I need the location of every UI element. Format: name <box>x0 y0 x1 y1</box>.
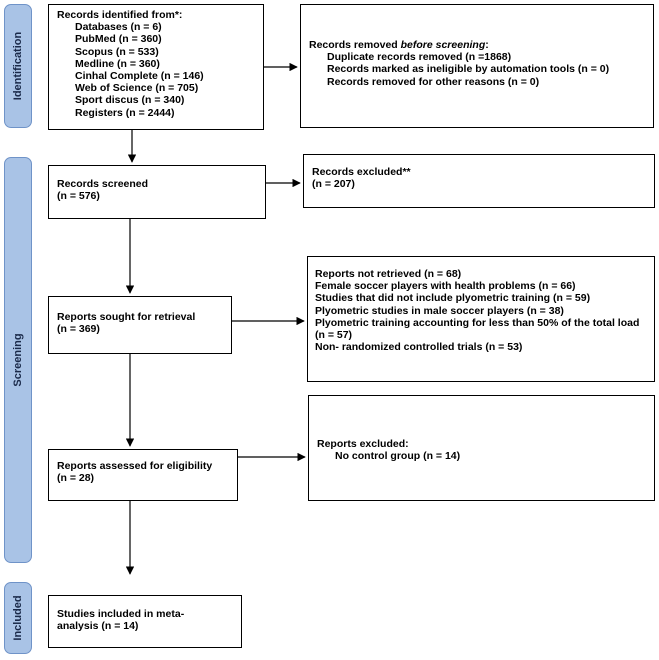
records-screened-box: Records screened (n = 576) <box>48 165 266 219</box>
not-retrieved-line-1: Reports not retrieved (n = 68) <box>315 268 462 280</box>
records-excluded-count: (n = 207) <box>312 178 355 191</box>
reports-excluded-item: No control group (n = 14) <box>335 450 461 463</box>
records-removed-title: Records removed before screening: <box>309 39 645 51</box>
records-screened-count: (n = 576) <box>57 190 100 203</box>
records-removed-title-prefix: Records removed <box>309 39 401 51</box>
source-medline: Medline (n = 360) <box>75 57 160 70</box>
reports-sought-title: Reports sought for retrieval <box>57 311 196 323</box>
not-retrieved-line-3: Studies that did not include plyometric … <box>315 292 591 305</box>
studies-included-line-1: Studies included in meta- <box>57 608 185 620</box>
reports-sought-count: (n = 369) <box>57 323 100 336</box>
source-cinhal: Cinhal Complete (n = 146) <box>75 70 204 83</box>
reports-assessed-box: Reports assessed for eligibility (n = 28… <box>48 449 238 501</box>
records-removed-title-suffix: : <box>485 39 489 51</box>
reports-excluded-title: Reports excluded: <box>317 438 409 450</box>
not-retrieved-line-7: Non- randomized controlled trials (n = 5… <box>315 341 523 354</box>
records-removed-title-emphasis: before screening <box>400 39 486 51</box>
reports-excluded-box: Reports excluded: No control group (n = … <box>308 395 655 501</box>
records-identified-box: Records identified from*: Databases (n =… <box>48 4 264 130</box>
studies-included-box: Studies included in meta- analysis (n = … <box>48 595 242 648</box>
not-retrieved-line-6: (n = 57) <box>315 329 353 342</box>
records-excluded-box: Records excluded** (n = 207) <box>303 154 655 208</box>
not-retrieved-line-2: Female soccer players with health proble… <box>315 280 576 293</box>
phase-identification: Identification <box>4 4 32 128</box>
phase-screening: Screening <box>4 157 32 563</box>
source-scopus: Scopus (n = 533) <box>75 45 159 58</box>
reports-assessed-count: (n = 28) <box>57 472 95 485</box>
source-web-of-science: Web of Science (n = 705) <box>75 82 199 95</box>
not-retrieved-line-5: Plyometric training accounting for less … <box>315 316 640 329</box>
not-retrieved-line-4: Plyometric studies in male soccer player… <box>315 304 564 317</box>
records-screened-title: Records screened <box>57 178 149 190</box>
records-identified-title: Records identified from*: <box>57 9 183 21</box>
reports-sought-box: Reports sought for retrieval (n = 369) <box>48 296 232 354</box>
source-sport-discus: Sport discus (n = 340) <box>75 94 185 107</box>
phase-included: Included <box>4 582 32 654</box>
removed-other: Records removed for other reasons (n = 0… <box>327 75 540 88</box>
source-registers: Registers (n = 2444) <box>75 106 175 119</box>
source-databases: Databases (n = 6) <box>75 21 162 34</box>
removed-duplicates: Duplicate records removed (n =1868) <box>327 51 512 64</box>
removed-automation: Records marked as ineligible by automati… <box>327 63 610 76</box>
records-removed-box: Records removed before screening: Duplic… <box>300 4 654 128</box>
reports-assessed-title: Reports assessed for eligibility <box>57 460 213 472</box>
source-pubmed: PubMed (n = 360) <box>75 33 162 46</box>
studies-included-line-2: analysis (n = 14) <box>57 620 139 633</box>
reports-not-retrieved-box: Reports not retrieved (n = 68) Female so… <box>307 256 655 382</box>
records-excluded-title: Records excluded** <box>312 166 411 178</box>
